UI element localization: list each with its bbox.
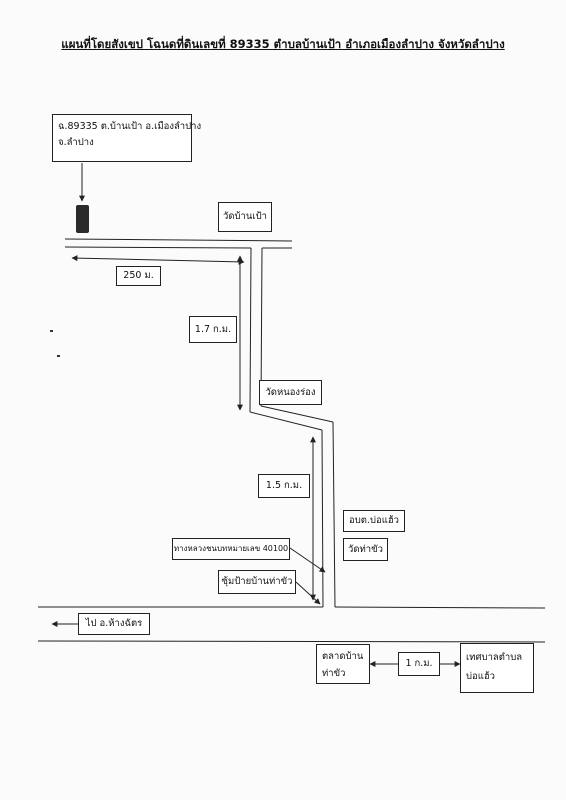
distance-1-5km-label: 1.5 ก.ม. — [258, 474, 310, 498]
distance-250m-label: 250 ม. — [116, 266, 161, 286]
road-jog-right-edge — [260, 405, 334, 423]
road-vertical2-left-edge — [321, 429, 324, 608]
distance-1km-label: 1 ก.ม. — [398, 652, 440, 676]
scan-speck — [57, 355, 60, 357]
wat-nong-rong-label: วัดหนองร่อง — [259, 380, 322, 405]
thesaban-line2: บ่อแฮ้ว — [466, 670, 495, 682]
road-vertical2-right-edge — [332, 421, 336, 608]
obt-bo-haeo-label: อบต.บ่อแฮ้ว — [343, 510, 405, 532]
scan-speck — [50, 330, 53, 332]
highway-label-leader — [289, 547, 326, 573]
talat-ban-tha-khua-box: ตลาดบ้าน ท่าขัว — [316, 644, 370, 684]
thesaban-line1: เทศบาลตำบล — [466, 652, 523, 663]
map-title: แผนที่โดยสังเขป โฉนดที่ดินเลขที่ 89335 ต… — [61, 37, 505, 51]
arch-ban-tha-khua-label: ซุ้มป้ายบ้านท่าขัว — [218, 570, 296, 594]
parcel-location-box: ฉ.89335 ต.บ้านเป้า อ.เมืองลำปาง จ.ลำปาง — [52, 114, 202, 162]
road-main-top-edge-right — [334, 606, 546, 609]
road-vertical-left-edge — [249, 247, 252, 413]
road-jog-left-edge — [249, 411, 323, 431]
distance-1-7km-label: 1.7 ก.ม. — [189, 316, 237, 343]
parcel-location-line2: จ.ลำปาง — [58, 136, 94, 148]
arch-leader — [295, 581, 321, 605]
wat-ban-pao-label: วัดบ้านเป้า — [218, 202, 272, 232]
talat-line2: ท่าขัว — [322, 667, 346, 679]
to-hang-chat-label: ไป อ.ห้างฉัตร — [78, 613, 150, 635]
thesaban-bo-haeo-box: เทศบาลตำบล บ่อแฮ้ว — [460, 643, 534, 693]
wat-tha-khua-label: วัดท่าขัว — [343, 538, 388, 561]
road-upper-top-edge — [64, 238, 293, 242]
highway-number-label: ทางหลวงชนบทหมายเลข 40100 — [172, 538, 290, 560]
road-upper-bottom-edge — [64, 246, 252, 249]
road-main-bottom-edge — [37, 640, 546, 643]
talat-line1: ตลาดบ้าน — [322, 651, 364, 662]
road-vertical-right-edge — [260, 247, 263, 407]
distance-250m-arrow — [71, 255, 245, 265]
parcel-location-line1: ฉ.89335 ต.บ้านเป้า อ.เมืองลำปาง — [58, 121, 202, 132]
parcel-marker-icon — [76, 205, 89, 233]
